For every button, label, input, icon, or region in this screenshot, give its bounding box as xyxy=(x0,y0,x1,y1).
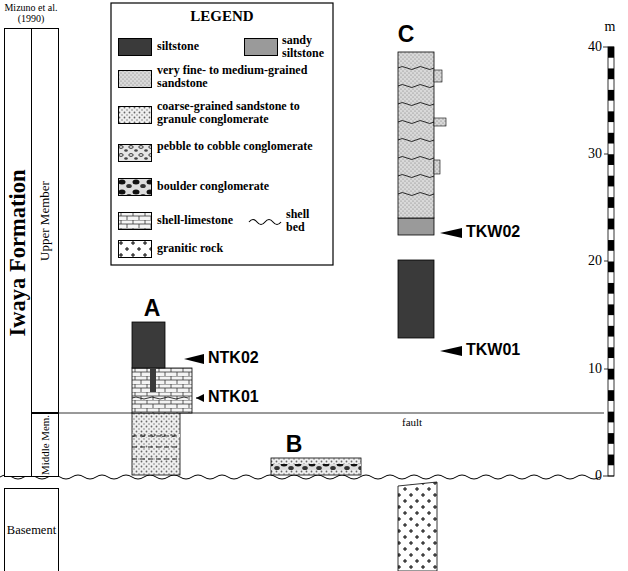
legend-text: boulder conglomerate xyxy=(157,180,329,193)
legend-swatch xyxy=(118,106,152,124)
legend-text: granitic rock xyxy=(157,242,277,255)
unit-label: m xyxy=(598,20,622,35)
legend-swatch xyxy=(118,212,152,230)
legend-text: very fine- to medium-grained sandstone xyxy=(157,64,329,90)
source-note: Mizuno et al. (1990) xyxy=(2,3,60,24)
legend-swatch xyxy=(244,38,278,56)
sample-label: TKW02 xyxy=(466,224,526,241)
band-label: Upper Member xyxy=(37,181,53,261)
scale-number: 10 xyxy=(570,362,602,377)
scale-number: 30 xyxy=(570,147,602,162)
legend-swatch xyxy=(248,212,282,230)
legend-text: shell-limestone xyxy=(157,214,243,227)
section-letter: B xyxy=(282,432,306,456)
scale-number: 0 xyxy=(570,469,602,484)
legend-text: coarse-grained sandstone to granule cong… xyxy=(157,100,329,126)
legend-title: LEGEND xyxy=(111,9,333,25)
band-label: Basement xyxy=(5,523,58,538)
member-band: Upper Member xyxy=(31,28,59,413)
fault-note: fault xyxy=(402,417,438,429)
sample-label: TKW01 xyxy=(466,342,526,359)
legend-text: shell bed xyxy=(286,208,330,234)
member-band: Middle Mem. xyxy=(31,413,59,477)
scale-number: 20 xyxy=(570,254,602,269)
legend-swatch xyxy=(118,178,152,196)
band-label: Iwaya Formation xyxy=(5,169,31,336)
basement-band: Basement xyxy=(4,488,59,571)
sample-label: NTK01 xyxy=(208,389,268,406)
legend-swatch xyxy=(118,240,152,258)
legend-swatch xyxy=(118,144,152,162)
scale-number: 40 xyxy=(570,40,602,55)
formation-band: Iwaya Formation xyxy=(4,28,32,477)
legend-text: siltstone xyxy=(157,40,237,53)
band-label: Middle Mem. xyxy=(39,415,51,475)
legend-text: pebble to cobble conglomerate xyxy=(157,140,329,153)
legend-swatch xyxy=(118,70,152,88)
section-letter: A xyxy=(140,296,164,320)
legend-text: sandy siltstone xyxy=(282,34,332,60)
legend-swatch xyxy=(118,38,152,56)
section-letter: C xyxy=(392,22,420,46)
sample-label: NTK02 xyxy=(208,350,268,367)
